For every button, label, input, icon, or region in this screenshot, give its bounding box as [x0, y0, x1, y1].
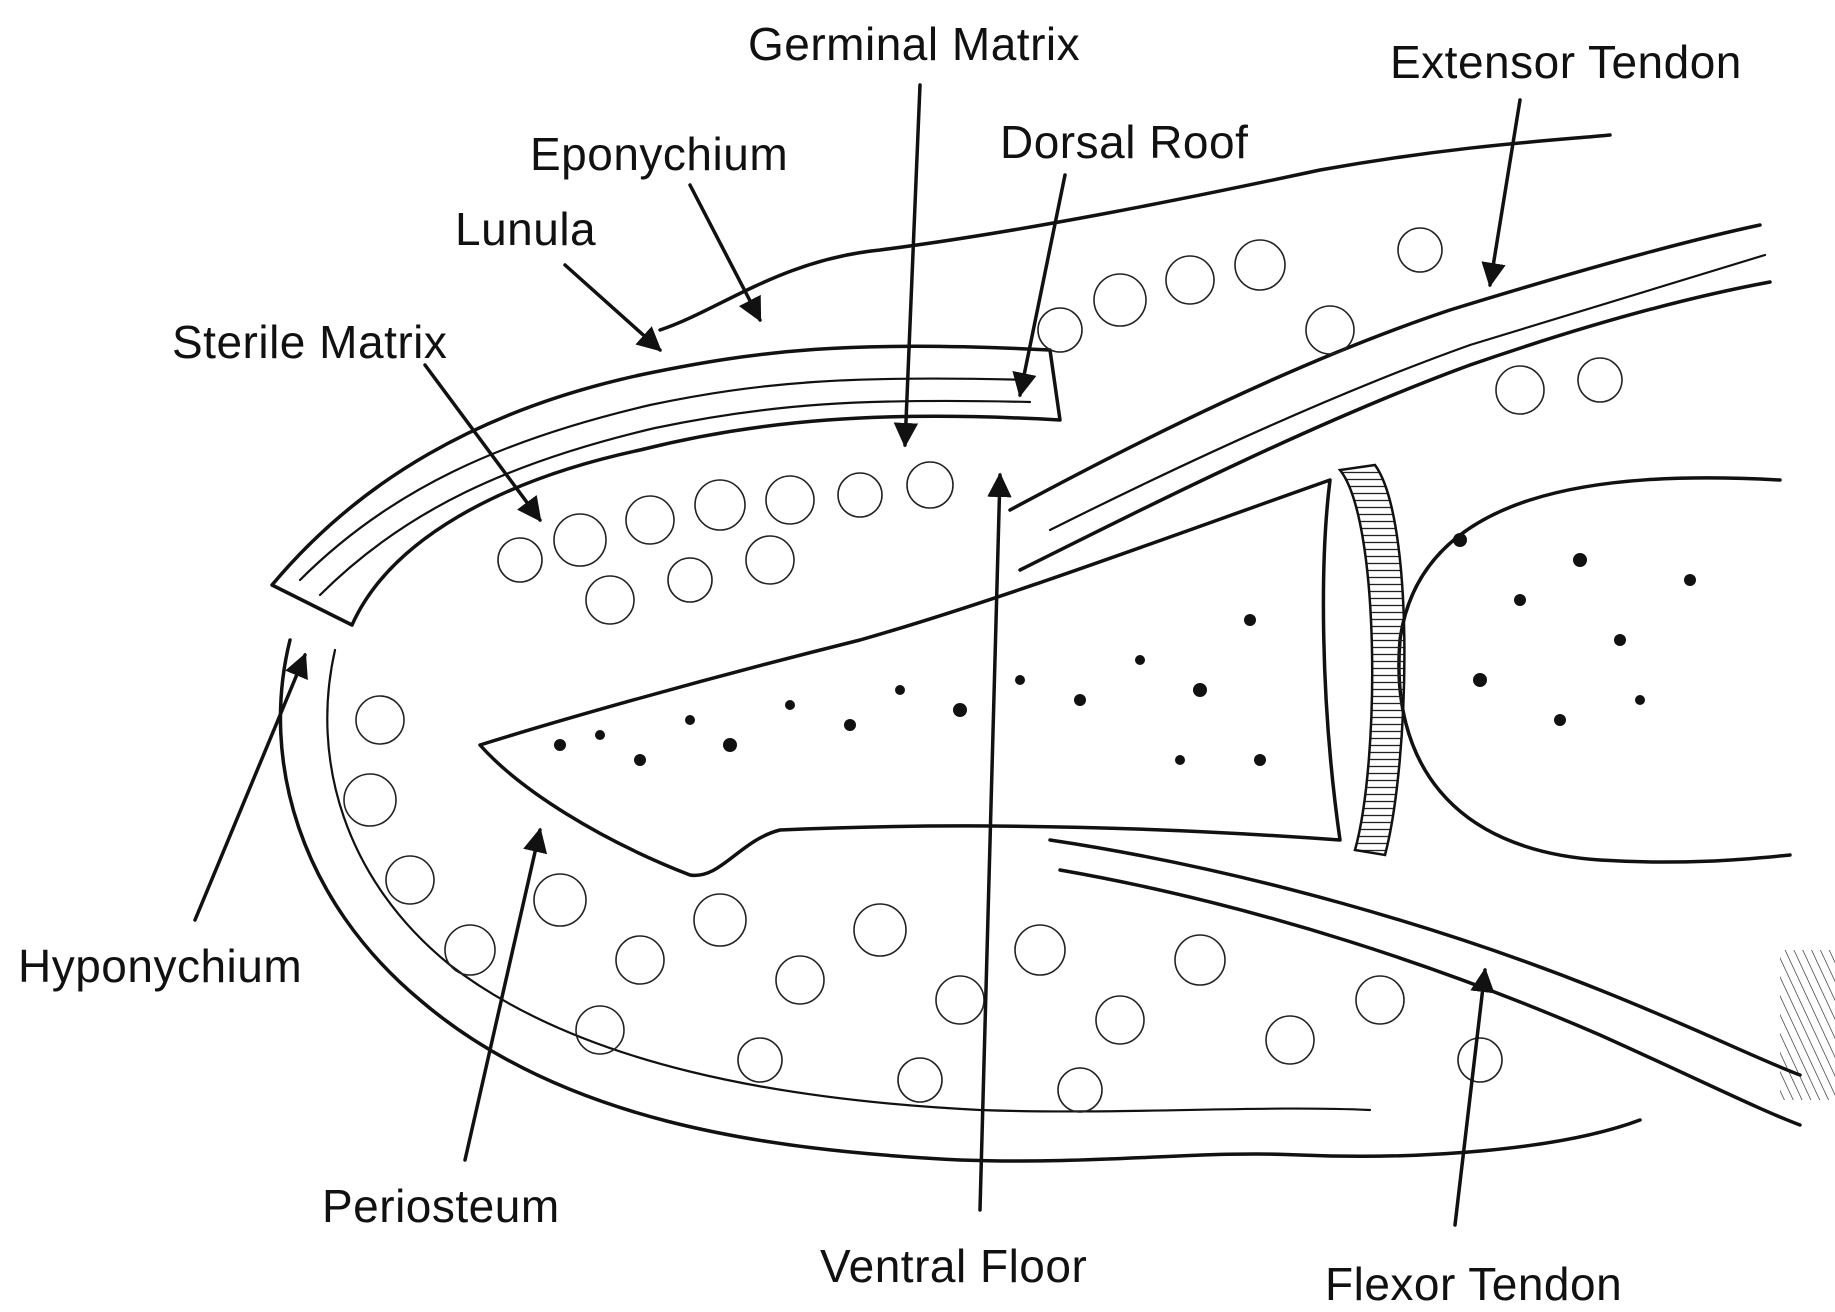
label-hyponychium: Hyponychium [18, 940, 302, 992]
pointer-lines [195, 85, 1520, 1225]
label-lunula: Lunula [455, 203, 596, 255]
nail-plate-striations [300, 378, 1030, 595]
label-germinal-matrix: Germinal Matrix [748, 18, 1080, 70]
joint-cartilage [1340, 465, 1404, 855]
pulp-tissue-palmar [344, 696, 1502, 1112]
label-sterile-matrix: Sterile Matrix [172, 316, 447, 368]
label-flexor-tendon: Flexor Tendon [1325, 1258, 1622, 1310]
label-dorsal-roof: Dorsal Roof [1000, 116, 1248, 168]
pointer-lunula [565, 265, 660, 350]
label-periosteum: Periosteum [322, 1180, 560, 1232]
flexor-tendon-shape [1050, 840, 1835, 1125]
label-extensor-tendon: Extensor Tendon [1390, 36, 1742, 88]
pointer-dorsal-roof [1020, 175, 1065, 395]
nail-plate [272, 346, 1060, 625]
bone-marrow-specks [554, 533, 1696, 766]
distal-phalanx-bone [480, 480, 1340, 875]
pointer-extensor-tendon [1490, 100, 1520, 285]
pointer-ventral-floor [980, 475, 1000, 1210]
label-ventral-floor: Ventral Floor [820, 1240, 1087, 1292]
label-eponychium: Eponychium [530, 128, 788, 180]
pointer-periosteum [465, 830, 540, 1160]
pointer-flexor-tendon [1455, 970, 1485, 1225]
pointer-germinal-matrix [905, 85, 920, 445]
palmar-skin-outline [280, 640, 1640, 1161]
